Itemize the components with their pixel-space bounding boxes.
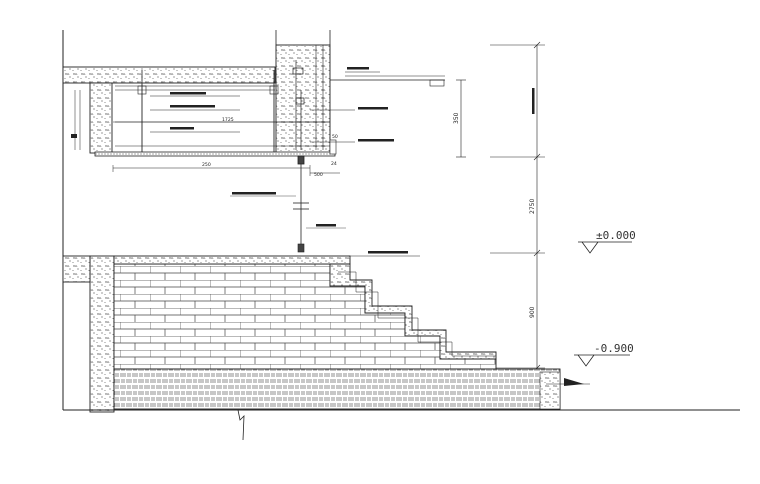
hanging-fixture (230, 155, 346, 253)
ceiling-structure (62, 30, 445, 410)
dim-ceiling-depth: 350 (453, 112, 460, 124)
dim-step-height: 900 (529, 306, 536, 318)
level-upper-label: ±0.000 (596, 229, 636, 242)
dim-offset-left: 250 (202, 162, 211, 168)
stair-structure (62, 251, 740, 441)
level-lower-label: -0.900 (594, 342, 634, 355)
dim-offset-mid: 500 (314, 172, 323, 178)
dim-note-mark (532, 88, 535, 114)
vertical-dimension-chain (456, 41, 545, 385)
dim-offset-small: 24 (331, 161, 337, 167)
dim-offset-side: 50 (332, 134, 338, 140)
dim-beam-span: 1725 (222, 117, 234, 123)
ceiling-dimension-lines (112, 121, 340, 176)
ceiling-annotations (150, 67, 394, 143)
level-marker-lower (574, 354, 630, 367)
level-marker-upper (578, 241, 632, 254)
dim-clear-height: 2750 (529, 199, 536, 214)
